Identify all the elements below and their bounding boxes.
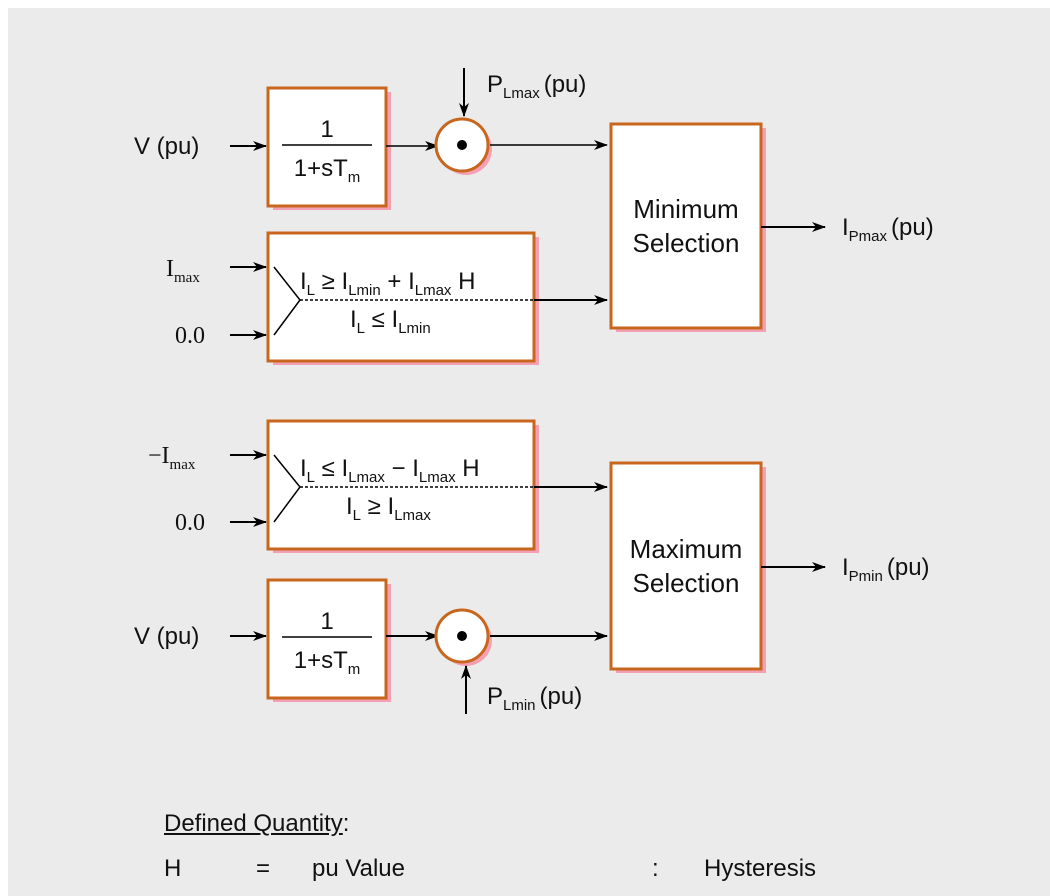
switch-bottom-condition-2: IL ≥ ILmax	[346, 493, 431, 524]
lag-block-bottom: 1 1+sTm	[266, 578, 391, 702]
lag-bottom-numerator: 1	[320, 608, 333, 635]
lag-top-numerator: 1	[320, 116, 333, 143]
v-input-top-label: V (pu)	[134, 133, 199, 160]
legend-row-equals: =	[256, 855, 271, 882]
ipmin-output-label: IPmin(pu)	[842, 554, 930, 585]
minimum-selection-block: Minimum Selection	[609, 122, 766, 332]
switch-block-bottom: IL ≤ ILmax − ILmax H IL ≥ ILmax	[266, 419, 539, 553]
zero-input-bottom-label: 0.0	[175, 510, 205, 536]
plmax-label: PLmax(pu)	[487, 71, 586, 102]
lag-top-denominator: 1+sTm	[294, 155, 361, 186]
legend-row-symbol: H	[164, 855, 182, 882]
legend-row-colon: :	[652, 855, 659, 882]
switch-bottom-condition-1: IL ≤ ILmax − ILmax H	[300, 455, 480, 486]
legend-row-value: pu Value	[312, 855, 405, 882]
defined-quantity-colon: :	[342, 810, 350, 837]
imax-input-label: Imax	[166, 256, 200, 286]
plmin-label: PLmin(pu)	[487, 683, 582, 714]
switch-top-condition-1: IL ≥ ILmin + ILmax H	[300, 268, 475, 299]
switch-top-condition-2: IL ≤ ILmin	[350, 306, 431, 337]
max-block-line1: Maximum	[630, 534, 743, 564]
lag-bottom-denominator: 1+sTm	[294, 647, 361, 678]
switch-block-top: IL ≥ ILmin + ILmax H IL ≤ ILmin	[266, 231, 539, 365]
v-input-bottom-label: V (pu)	[134, 623, 199, 650]
min-block-line1: Minimum	[633, 194, 738, 224]
multiplier-bottom	[434, 608, 492, 666]
maximum-selection-block: Maximum Selection	[609, 461, 766, 673]
multiplier-top	[434, 117, 492, 175]
lag-block-top: 1 1+sTm	[266, 86, 391, 210]
max-block-line2: Selection	[633, 568, 740, 598]
legend-row-description: Hysteresis	[704, 855, 817, 882]
min-block-line2: Selection	[633, 228, 740, 258]
zero-input-top-label: 0.0	[175, 323, 205, 349]
defined-quantity-title: Defined Quantity	[164, 810, 343, 837]
defined-quantity-heading: Defined Quantity:	[164, 810, 349, 838]
ipmax-output-label: IPmax(pu)	[842, 214, 934, 245]
neg-imax-input-label: −Imax	[148, 443, 196, 473]
